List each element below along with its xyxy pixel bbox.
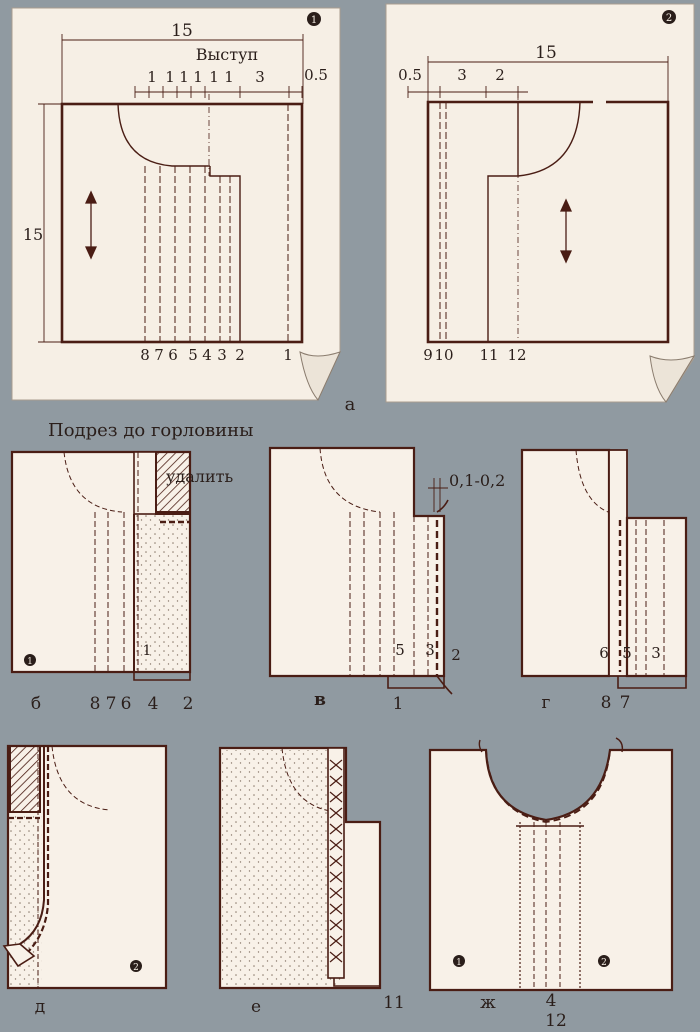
step-b-badge-num: 1 bbox=[27, 657, 33, 667]
step-d-badge bbox=[130, 960, 142, 972]
sheet-1-badge bbox=[307, 12, 321, 26]
inner-num: 3 bbox=[425, 641, 435, 659]
sheet-1-width-label: 15 bbox=[171, 21, 193, 41]
seam-num: 12 bbox=[545, 1011, 567, 1031]
seg-label: 1 bbox=[147, 68, 157, 86]
line-num: 11 bbox=[479, 346, 498, 364]
sheet-2-width-label: 15 bbox=[535, 43, 557, 63]
line-num: 6 bbox=[168, 346, 178, 364]
seg-label: 3 bbox=[255, 68, 265, 86]
bottom-num: 7 bbox=[106, 694, 117, 714]
seg-label: 2 bbox=[495, 66, 505, 84]
bottom-num: 1 bbox=[393, 694, 404, 714]
sheet-1-height-label: 15 bbox=[23, 225, 43, 244]
seg-label: 1 bbox=[209, 68, 219, 86]
step-v: 0,1-0,2 5 3 2 в 1 bbox=[268, 446, 505, 714]
caption-v: в bbox=[314, 690, 326, 710]
line-num: 10 bbox=[434, 346, 453, 364]
seg-label: 1 bbox=[193, 68, 203, 86]
bottom-num: 8 bbox=[90, 694, 101, 714]
caption-d: д bbox=[35, 997, 45, 1017]
line-num: 5 bbox=[188, 346, 198, 364]
bottom-num: 7 bbox=[620, 693, 631, 713]
step-zh-badge-left bbox=[453, 955, 465, 967]
line-num: 1 bbox=[283, 346, 293, 364]
bottom-num: 4 bbox=[148, 694, 159, 714]
edge-label: 0.5 bbox=[304, 66, 328, 84]
seg-label: 0.5 bbox=[398, 66, 422, 84]
cut-note: Подрез до горловины bbox=[48, 420, 254, 441]
seam-num: 4 bbox=[546, 991, 557, 1011]
line-num: 12 bbox=[507, 346, 526, 364]
sheet-2: 2 15 0.5 3 2 9 10 11 12 bbox=[385, 3, 696, 403]
bottom-num: 2 bbox=[183, 694, 194, 714]
line-num: 8 bbox=[140, 346, 150, 364]
caption-g: г bbox=[542, 693, 551, 713]
remove-note: удалить bbox=[166, 467, 233, 486]
step-d-badge-num: 2 bbox=[133, 963, 139, 973]
sheet-2-badge-num: 2 bbox=[666, 13, 672, 24]
step-b: Подрез до горловины 1 1 удалить б 8 7 6 … bbox=[10, 420, 254, 714]
bottom-num: 8 bbox=[601, 693, 612, 713]
protrusion-label: Выступ bbox=[196, 45, 258, 64]
line-num: 9 bbox=[423, 346, 433, 364]
inner-num: 3 bbox=[651, 644, 661, 662]
inner-num: 6 bbox=[599, 644, 609, 662]
caption-e: е bbox=[251, 997, 261, 1017]
seg-label: 1 bbox=[224, 68, 234, 86]
step-d: 2 д bbox=[2, 744, 168, 1017]
inner-num: 2 bbox=[451, 646, 461, 664]
sheet-1-badge-num: 1 bbox=[311, 15, 317, 26]
caption-b: б bbox=[31, 694, 41, 714]
caption-a: а bbox=[345, 394, 356, 415]
inner-num: 1 bbox=[143, 643, 152, 659]
line-num: 7 bbox=[154, 346, 164, 364]
sheet-2-badge bbox=[662, 10, 676, 24]
seg-label: 1 bbox=[165, 68, 175, 86]
step-b-badge bbox=[24, 654, 36, 666]
inner-num: 5 bbox=[395, 641, 405, 659]
seg-label: 3 bbox=[457, 66, 467, 84]
gap-note: 0,1-0,2 bbox=[449, 471, 505, 490]
step-zh: 1 2 ж 4 12 bbox=[428, 737, 674, 1031]
bottom-num: 6 bbox=[121, 694, 132, 714]
step-g: 6 5 3 г 8 7 bbox=[520, 448, 688, 713]
line-num: 4 bbox=[202, 346, 212, 364]
sheet-1: 1 15 Выступ 1 1 1 1 1 1 3 0.5 15 8 7 6 5… bbox=[11, 7, 341, 401]
caption-zh: ж bbox=[480, 993, 496, 1013]
inner-num: 5 bbox=[622, 644, 632, 662]
bottom-num: 11 bbox=[383, 993, 405, 1013]
badge-num: 1 bbox=[456, 958, 462, 968]
step-zh-badge-right bbox=[598, 955, 610, 967]
line-num: 3 bbox=[217, 346, 227, 364]
step-e: е 11 bbox=[218, 746, 405, 1017]
badge-num: 2 bbox=[601, 958, 607, 968]
line-num: 2 bbox=[235, 346, 245, 364]
seg-label: 1 bbox=[179, 68, 189, 86]
